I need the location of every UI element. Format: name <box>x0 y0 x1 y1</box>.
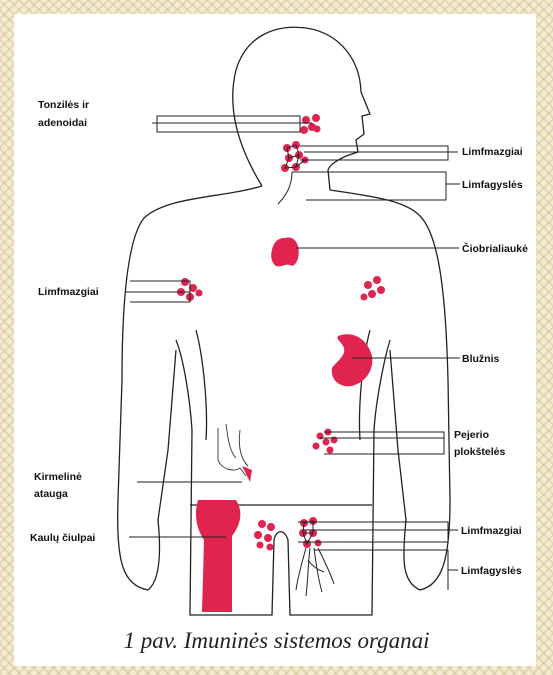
label-spleen: Blužnis <box>462 353 499 365</box>
bone-marrow-shape <box>196 500 240 612</box>
label-lymph-vessels-groin: Limfagyslės <box>461 565 522 577</box>
label-thymus: Čiobrialiaukė <box>462 242 528 255</box>
label-lymph-nodes-groin: Limfmazgiai <box>461 525 522 537</box>
lymph-node-cluster-groin-left <box>254 520 275 551</box>
thymus-shape <box>271 237 299 266</box>
lymph-vessels <box>278 145 334 596</box>
figure-caption: 1 pav. Imuninės sistemos organai <box>0 628 553 654</box>
label-appendix-line1: Kirmelinė <box>34 471 82 483</box>
label-tonsils-line2: adenoidai <box>38 117 87 129</box>
lymph-node-cluster-tonsils <box>300 114 321 134</box>
label-appendix-line2: atauga <box>34 488 68 500</box>
appendix-shape <box>242 466 252 482</box>
spleen-shape <box>332 334 373 386</box>
label-tonsils-line1: Tonzilės ir <box>38 99 89 111</box>
label-peyer-line2: plokštelės <box>454 446 506 458</box>
label-lymph-nodes-neck: Limfmazgiai <box>462 146 523 158</box>
label-lymph-nodes-armpit: Limfmazgiai <box>38 286 99 298</box>
lymph-node-cluster-armpit-right <box>361 276 386 301</box>
label-lymph-vessels-neck: Limfagyslės <box>462 179 523 191</box>
body-outline <box>118 27 450 615</box>
label-bone-marrow: Kaulų čiulpai <box>30 532 95 544</box>
label-peyer-line1: Pejerio <box>454 429 489 441</box>
